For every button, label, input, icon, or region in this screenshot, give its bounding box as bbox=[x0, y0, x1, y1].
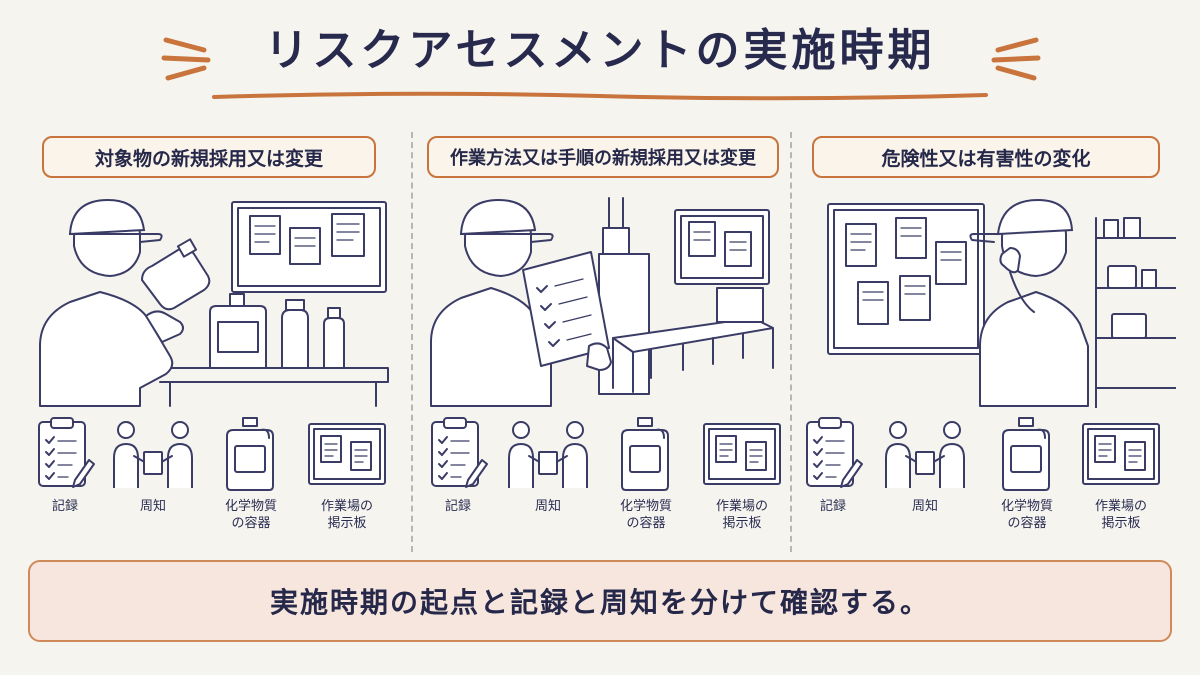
panel-icon-row: 記録 周知 化学物質 の容器 作業場の 掲示板 bbox=[20, 416, 400, 546]
two-people-sharing-icon bbox=[880, 416, 970, 492]
chemical-jug-icon bbox=[997, 416, 1057, 492]
bulletin-board-icon bbox=[308, 423, 386, 485]
clipboard-checklist-icon bbox=[35, 416, 95, 492]
panel-icon-row: 記録 周知 化学物質 の容器 作業場の 掲示板 bbox=[796, 416, 1176, 546]
icon-label: 作業場の 掲示板 bbox=[715, 499, 768, 531]
panel-hazard-change: 危険性又は有害性の変化 記録 bbox=[796, 128, 1177, 548]
board-item: 作業場の 掲示板 bbox=[302, 416, 392, 532]
chemical-jug-icon bbox=[616, 416, 676, 492]
icon-label: 作業場の 掲示板 bbox=[1094, 499, 1147, 531]
title-underline bbox=[210, 88, 990, 107]
clipboard-checklist-icon bbox=[803, 416, 863, 492]
two-people-sharing-icon bbox=[503, 416, 593, 492]
panel-label: 対象物の新規採用又は変更 bbox=[42, 136, 376, 178]
scene-worker-inspecting-chemical-container bbox=[20, 188, 400, 408]
notify-item: 周知 bbox=[108, 416, 198, 515]
panel-divider bbox=[411, 132, 413, 552]
icon-label: 周知 bbox=[534, 499, 561, 514]
record-item: 記録 bbox=[788, 416, 878, 515]
notify-item: 周知 bbox=[880, 416, 970, 515]
scene-worker-thinking-at-bulletin-board bbox=[796, 188, 1177, 409]
panel-label: 作業方法又は手順の新規採用又は変更 bbox=[427, 136, 779, 178]
clipboard-checklist-icon bbox=[428, 416, 488, 492]
icon-label: 記録 bbox=[819, 499, 846, 514]
container-item: 化学物質 の容器 bbox=[982, 416, 1072, 532]
bulletin-board-icon bbox=[703, 423, 781, 485]
board-item: 作業場の 掲示板 bbox=[1076, 416, 1166, 532]
two-people-sharing-icon bbox=[108, 416, 198, 492]
container-item: 化学物質 の容器 bbox=[601, 416, 691, 532]
page-title: リスクアセスメントの実施時期 bbox=[264, 25, 936, 76]
board-item: 作業場の 掲示板 bbox=[697, 416, 787, 532]
record-item: 記録 bbox=[20, 416, 110, 515]
icon-label: 化学物質 の容器 bbox=[619, 499, 672, 531]
icon-label: 記録 bbox=[444, 499, 471, 514]
title-area: リスクアセスメントの実施時期 bbox=[0, 14, 1200, 78]
bottom-message-box: 実施時期の起点と記録と周知を分けて確認する。 bbox=[28, 560, 1172, 642]
panel-new-procedure: 作業方法又は手順の新規採用又は変更 記録 bbox=[413, 128, 793, 548]
container-item: 化学物質 の容器 bbox=[206, 416, 296, 532]
icon-label: 化学物質 の容器 bbox=[224, 499, 277, 531]
notify-item: 周知 bbox=[503, 416, 593, 515]
icon-label: 周知 bbox=[139, 499, 166, 514]
panel-divider bbox=[790, 132, 792, 552]
panel-label: 危険性又は有害性の変化 bbox=[812, 136, 1160, 178]
panel-new-substance: 対象物の新規採用又は変更 bbox=[20, 128, 400, 548]
chemical-jug-icon bbox=[221, 416, 281, 492]
scene-worker-reading-checklist-at-machine bbox=[413, 188, 793, 408]
icon-label: 周知 bbox=[911, 499, 938, 514]
left-emphasis-marks bbox=[160, 34, 216, 88]
bottom-message: 実施時期の起点と記録と周知を分けて確認する。 bbox=[269, 586, 930, 619]
panel-icon-row: 記録 周知 化学物質 の容器 作業場の 掲示板 bbox=[413, 416, 793, 546]
icon-label: 化学物質 の容器 bbox=[1000, 499, 1053, 531]
icon-label: 作業場の 掲示板 bbox=[320, 499, 373, 531]
right-emphasis-marks bbox=[986, 34, 1042, 88]
icon-label: 記録 bbox=[51, 499, 78, 514]
bulletin-board-icon bbox=[1082, 423, 1160, 485]
record-item: 記録 bbox=[413, 416, 503, 515]
